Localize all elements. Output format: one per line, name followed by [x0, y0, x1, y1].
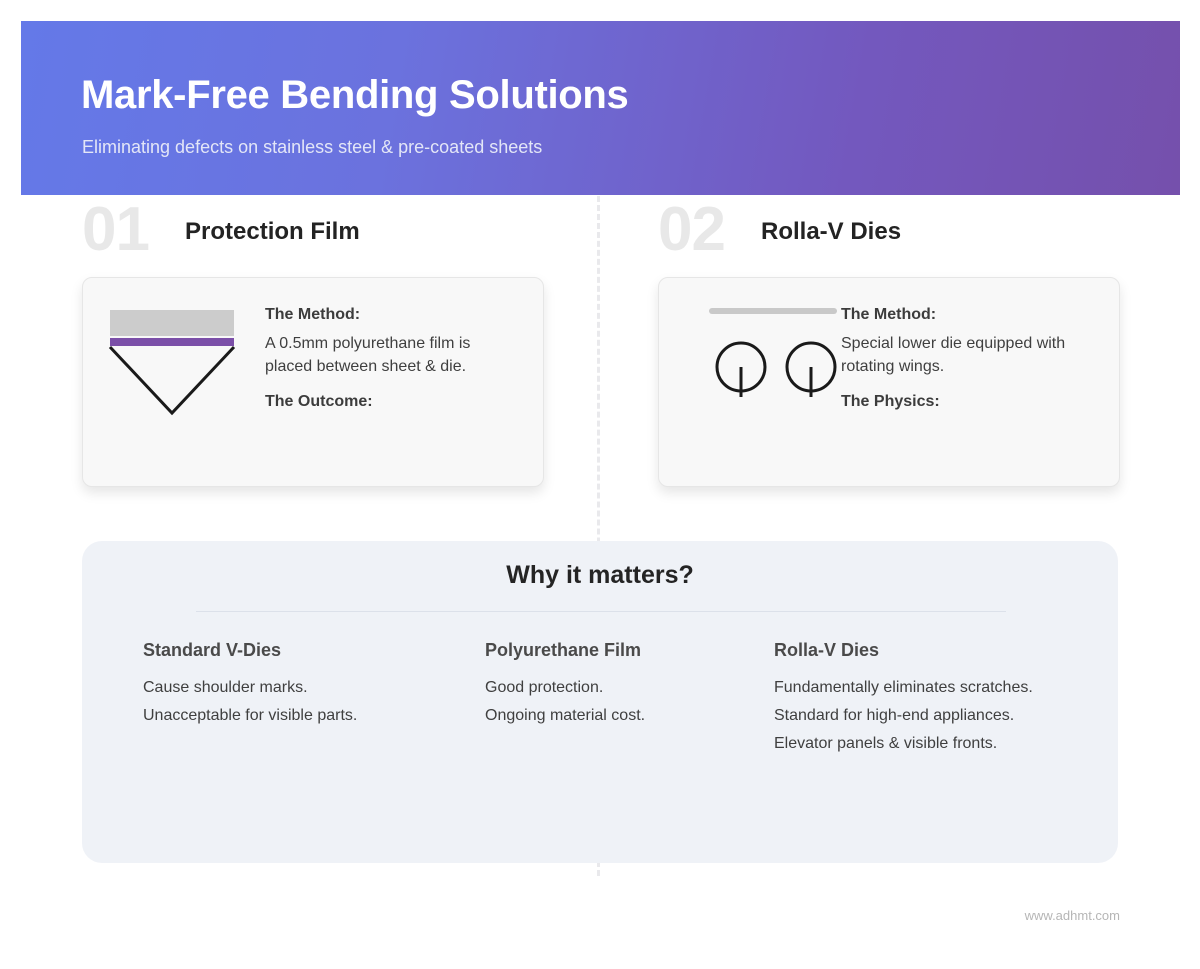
rolla-v-rotating-wings-diagram-icon [681, 300, 841, 430]
comparison-column-rolla-v-dies: Rolla-V Dies Fundamentally eliminates sc… [774, 638, 1104, 758]
column-lines: Fundamentally eliminates scratches. Stan… [774, 674, 1104, 758]
method-label: The Method: [841, 306, 937, 323]
card-text-block: The Method: Special lower die equipped w… [841, 304, 1091, 412]
column-line: Ongoing material cost. [485, 707, 646, 724]
comparison-column-polyurethane-film: Polyurethane Film Good protection. Ongoi… [485, 638, 765, 730]
panel-divider [196, 611, 1006, 612]
column-line: Elevator panels & visible fronts. [774, 735, 998, 752]
column-line: Fundamentally eliminates scratches. [774, 679, 1033, 696]
method-text: Special lower die equipped with rotating… [841, 335, 1066, 375]
column-heading: Polyurethane Film [485, 640, 642, 660]
v-die-with-film-diagram-icon [105, 300, 265, 430]
card-rolla-v-dies: The Method: Special lower die equipped w… [658, 277, 1120, 487]
card-text-block: The Method: A 0.5mm polyurethane film is… [265, 304, 515, 412]
section-title: Protection Film [185, 218, 360, 245]
section-number: 02 [658, 195, 726, 264]
section-title: Rolla-V Dies [761, 218, 902, 245]
section-number: 01 [82, 195, 150, 264]
method-label: The Method: [265, 306, 361, 323]
page-title: Mark-Free Bending Solutions [81, 73, 629, 117]
column-heading: Standard V-Dies [143, 640, 282, 660]
comparison-column-standard-v-dies: Standard V-Dies Cause shoulder marks. Un… [143, 638, 473, 730]
physics-label: The Physics: [841, 393, 940, 410]
panel-title: Why it matters? [506, 561, 694, 589]
column-lines: Cause shoulder marks. Unacceptable for v… [143, 674, 473, 730]
outcome-label: The Outcome: [265, 393, 373, 410]
vertical-dashed-divider [597, 196, 600, 876]
column-line: Unacceptable for visible parts. [143, 707, 358, 724]
column-heading: Rolla-V Dies [774, 640, 880, 660]
column-line: Standard for high-end appliances. [774, 707, 1015, 724]
footer-website-url: www.adhmt.com [1024, 908, 1120, 923]
why-it-matters-panel: Why it matters? Standard V-Dies Cause sh… [82, 541, 1118, 863]
card-protection-film: The Method: A 0.5mm polyurethane film is… [82, 277, 544, 487]
column-line: Good protection. [485, 679, 604, 696]
column-line: Cause shoulder marks. [143, 679, 308, 696]
column-lines: Good protection. Ongoing material cost. [485, 674, 765, 730]
method-text: A 0.5mm polyurethane film is placed betw… [265, 335, 471, 375]
page-subtitle: Eliminating defects on stainless steel &… [82, 137, 543, 157]
header-banner: Mark-Free Bending Solutions Eliminating … [21, 21, 1180, 195]
